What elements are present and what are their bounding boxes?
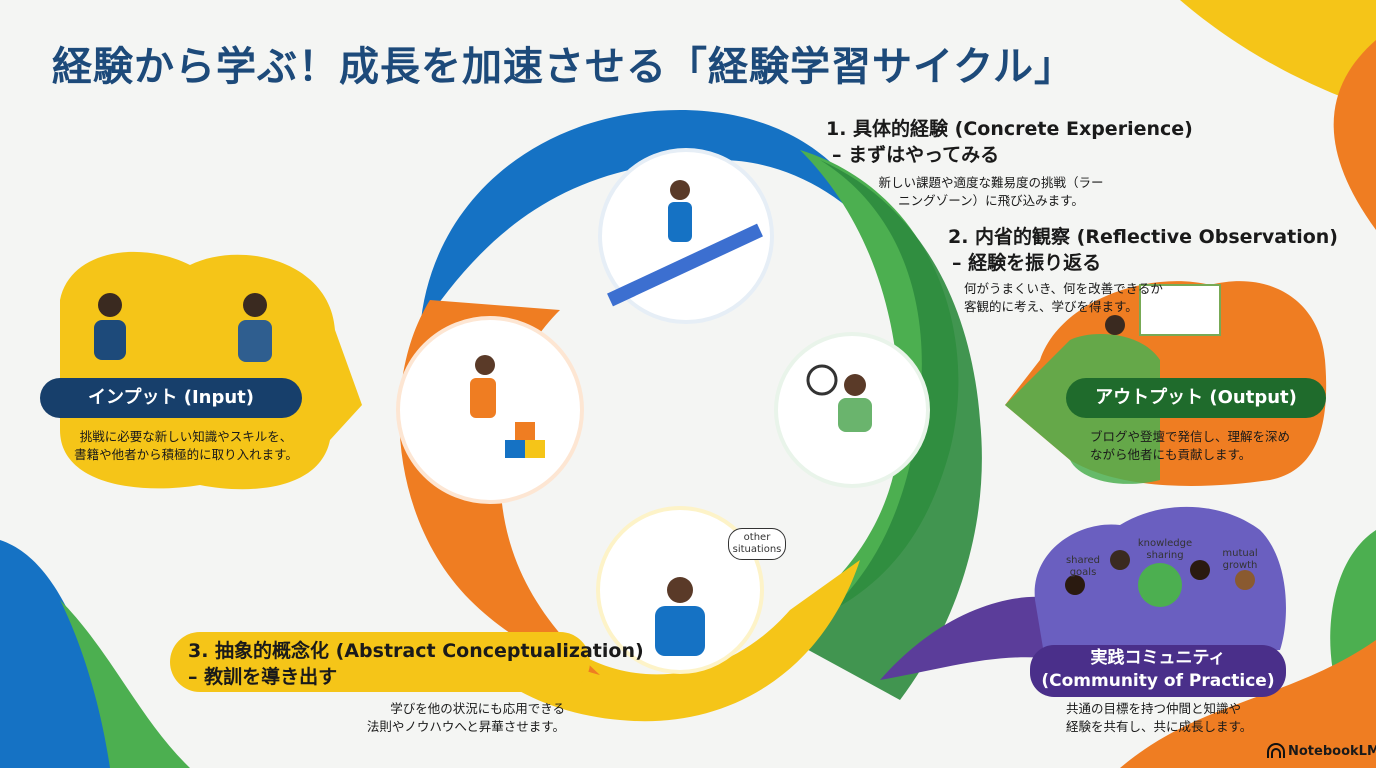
input-label: インプット (Input) (40, 378, 302, 418)
stage-2-subheading: – 経験を振り返る (952, 252, 1102, 274)
input-bubble (60, 251, 362, 490)
stage-2-heading: 2. 内省的観察 (Reflective Observation) (948, 226, 1338, 248)
shared-goals-label: shared goals (1065, 555, 1101, 578)
stage-3-text: 3. 抽象的概念化 (Abstract Conceptualization) –… (188, 638, 644, 690)
person-thinking-icon (655, 577, 705, 656)
stage-3-description: 学びを他の状況にも応用できる 法則やノウハウへと昇華させます。 (366, 701, 565, 734)
knowledge-sharing-label: knowledge sharing (1137, 538, 1193, 561)
stage-3-banner (170, 632, 590, 692)
stage-1-description: 新しい課題や適度な難易度の挑戦（ラー ニングゾーン）に飛び込みます。 (878, 175, 1104, 208)
brand-label: NotebookLM (1288, 744, 1376, 759)
stage-2-text: 2. 内省的観察 (Reflective Observation) – 経験を振… (948, 224, 1338, 316)
input-description: 挑戦に必要な新しい知識やスキルを、 書籍や他者から積極的に取り入れます。 (74, 429, 298, 462)
person-climbing-icon (607, 180, 763, 307)
cycle-dark-green-arc (790, 160, 982, 700)
community-description: 共通の目標を持つ仲間と知識や 経験を共有し、共に成長します。 (1066, 701, 1253, 734)
bottom-right-orange-blob (1120, 640, 1376, 768)
stage-3-subheading: – 教訓を導き出す (188, 666, 338, 688)
top-right-yellow-blob (1180, 0, 1376, 110)
input-people-icon (94, 293, 272, 362)
stage-1-heading: 1. 具体的経験 (Concrete Experience) (826, 118, 1193, 140)
community-people-icon (1065, 550, 1255, 607)
stage-3-heading: 3. 抽象的概念化 (Abstract Conceptualization) (188, 640, 644, 662)
other-situations-bubble: other situations (728, 528, 786, 560)
person-building-blocks-icon (470, 355, 545, 458)
bottom-left-blue-blob (0, 540, 120, 768)
community-label: 実践コミュニティ (Community of Practice) (1030, 645, 1286, 697)
person-reflecting-icon (806, 364, 872, 432)
output-people-icon (1105, 284, 1221, 336)
mutual-growth-label: mutual growth (1222, 548, 1258, 571)
stage-1-text: 1. 具体的経験 (Concrete Experience) – まずはやってみ… (826, 116, 1193, 210)
community-purple-wave (880, 596, 1060, 680)
stage-2-description: 何がうまくいき、何を改善できるか 客観的に考え、学びを得ます。 (964, 281, 1163, 314)
page-title: 経験から学ぶ！成長を加速させる「経験学習サイクル」 (52, 44, 1075, 90)
cycle-blue-arc (420, 110, 880, 330)
output-label: アウトプット (Output) (1066, 378, 1326, 418)
stage-1-subheading: – まずはやってみる (832, 144, 1000, 166)
notebooklm-logo-icon (1267, 743, 1285, 758)
right-orange-blob (1333, 40, 1376, 230)
output-description: ブログや登壇で発信し、理解を深め ながら他者にも貢献します。 (1090, 429, 1291, 462)
bottom-left-green-blob (60, 600, 190, 768)
